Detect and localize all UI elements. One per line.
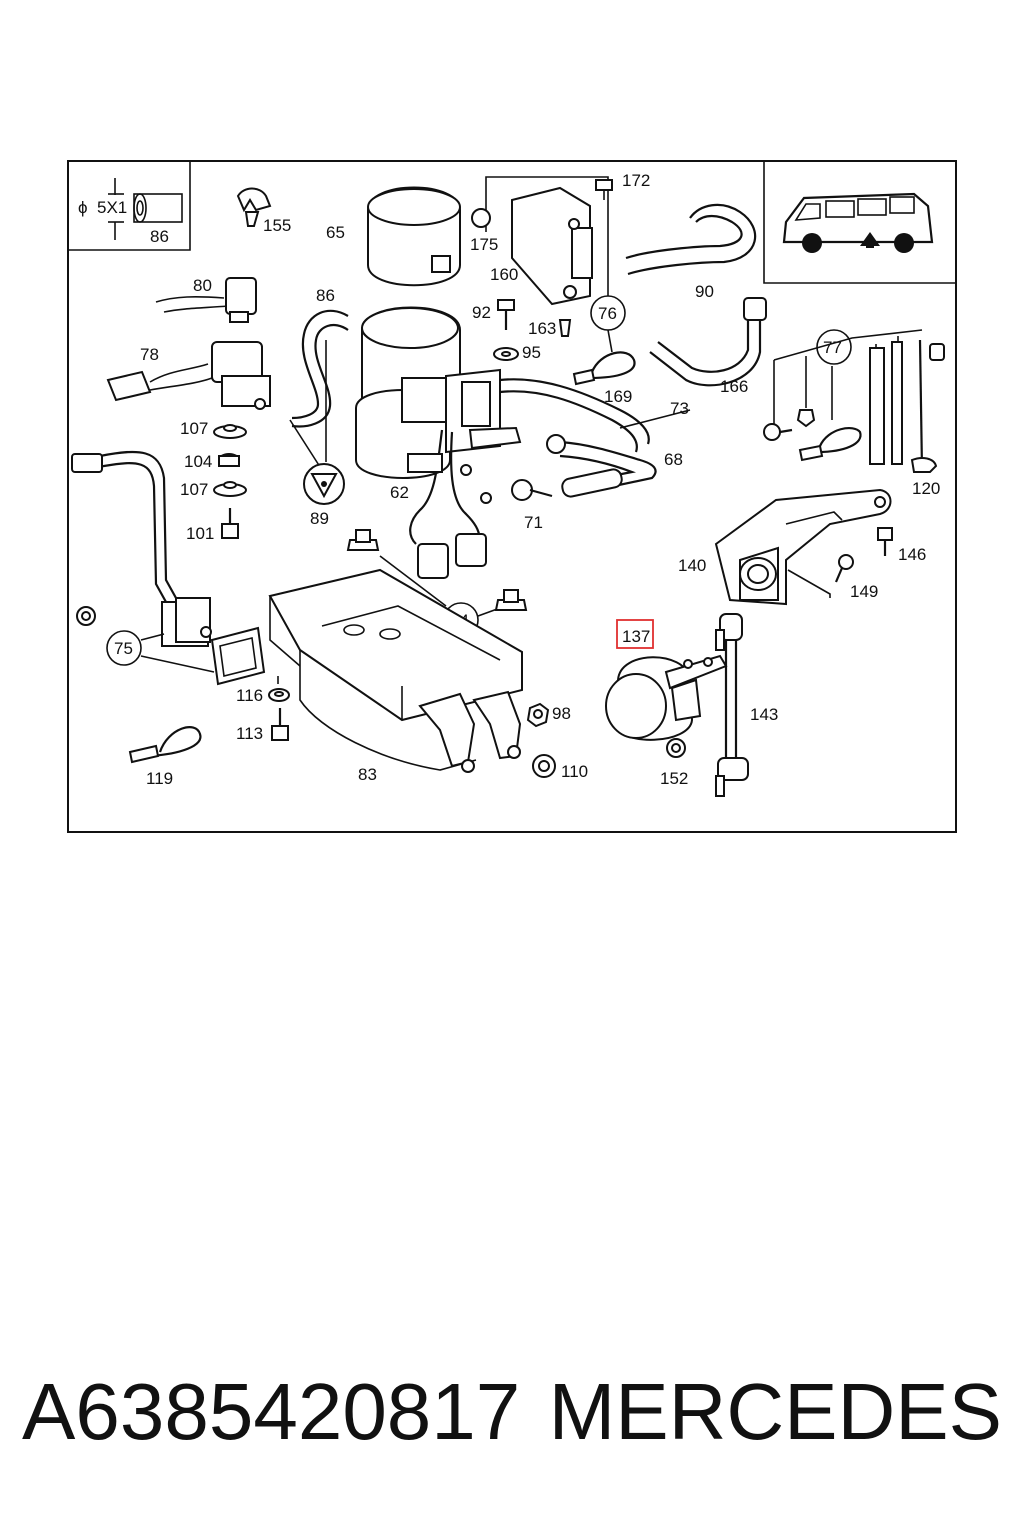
- label-175: 175: [470, 235, 498, 254]
- label-83: 83: [358, 765, 377, 784]
- clip-155: 155: [236, 187, 291, 235]
- label-143: 143: [750, 705, 778, 724]
- label-140: 140: [678, 556, 706, 575]
- label-78: 78: [140, 345, 159, 364]
- highlight-box-137: [616, 619, 654, 649]
- link-143: 143: [715, 613, 778, 797]
- label-90: 90: [695, 282, 714, 301]
- label-95: 95: [522, 343, 541, 362]
- cover-160: 175 172 160: [470, 171, 650, 306]
- nut-152: 152: [660, 738, 688, 788]
- callout-77-group: 77 120: [763, 329, 945, 498]
- small-parts-left: 116 113 119: [128, 676, 290, 788]
- vehicle-inset: [763, 161, 956, 284]
- label-80: 80: [193, 276, 212, 295]
- control-unit-75: 75: [71, 450, 266, 686]
- dimension-size: 5X1: [97, 198, 127, 217]
- label-160: 160: [490, 265, 518, 284]
- label-110: 110: [561, 762, 588, 781]
- label-169: 169: [604, 387, 632, 406]
- label-65: 65: [326, 223, 345, 242]
- hose-86: 86: [289, 286, 349, 471]
- label-172: 172: [622, 171, 650, 190]
- callout-77: [816, 329, 852, 365]
- label-104: 104: [184, 452, 212, 471]
- label-163: 163: [528, 319, 556, 338]
- dimension-inset: ϕ 5X1 86: [68, 161, 191, 251]
- valve-block-78: 78: [106, 341, 271, 410]
- callout-76-group: 76: [590, 295, 626, 353]
- fasteners-group: 92 163 95 169: [472, 299, 636, 406]
- label-152: 152: [660, 769, 688, 788]
- callout-75-label: 75: [114, 639, 133, 658]
- label-86: 86: [316, 286, 335, 305]
- dimension-part-label: 86: [150, 227, 169, 246]
- label-113: 113: [236, 724, 263, 743]
- label-89: 89: [310, 509, 329, 528]
- level-sensor-137: 137: [605, 619, 728, 741]
- label-155: 155: [263, 216, 291, 235]
- label-120: 120: [912, 479, 940, 498]
- label-62: 62: [390, 483, 409, 502]
- label-101: 101: [186, 524, 214, 543]
- label-149: 149: [850, 582, 878, 601]
- mount-stack: 107 104 107 101: [180, 419, 247, 543]
- nuts-right: 98 110: [526, 702, 588, 781]
- valve-80: 80: [155, 276, 257, 323]
- label-92: 92: [472, 303, 491, 322]
- label-73: 73: [670, 399, 689, 418]
- label-107b: 107: [180, 480, 208, 499]
- label-107a: 107: [180, 419, 208, 438]
- pipe-166: 166: [649, 297, 767, 396]
- label-71: 71: [524, 513, 543, 532]
- callout-76-label: 76: [598, 304, 617, 323]
- pipes-68-73: 73 68 71: [511, 399, 691, 532]
- dryer-65: 65: [326, 186, 461, 287]
- label-137: 137: [622, 627, 650, 646]
- brand-name: MERCEDES: [548, 1367, 1002, 1456]
- plate-89: 89: [303, 463, 345, 528]
- diameter-symbol: ϕ: [78, 198, 88, 217]
- label-116: 116: [236, 686, 263, 705]
- label-166: 166: [720, 377, 748, 396]
- bracket-140: 140 146 149: [678, 488, 926, 606]
- label-68: 68: [664, 450, 683, 469]
- tray-83: 83: [268, 568, 523, 784]
- compressor-62: 62: [355, 306, 650, 579]
- label-146: 146: [898, 545, 926, 564]
- part-number: A6385420817: [22, 1367, 521, 1456]
- label-119: 119: [146, 769, 173, 788]
- label-98: 98: [552, 704, 571, 723]
- diagram-frame: [67, 160, 957, 833]
- callout-75: [106, 630, 142, 666]
- hose-90: 90: [625, 203, 757, 301]
